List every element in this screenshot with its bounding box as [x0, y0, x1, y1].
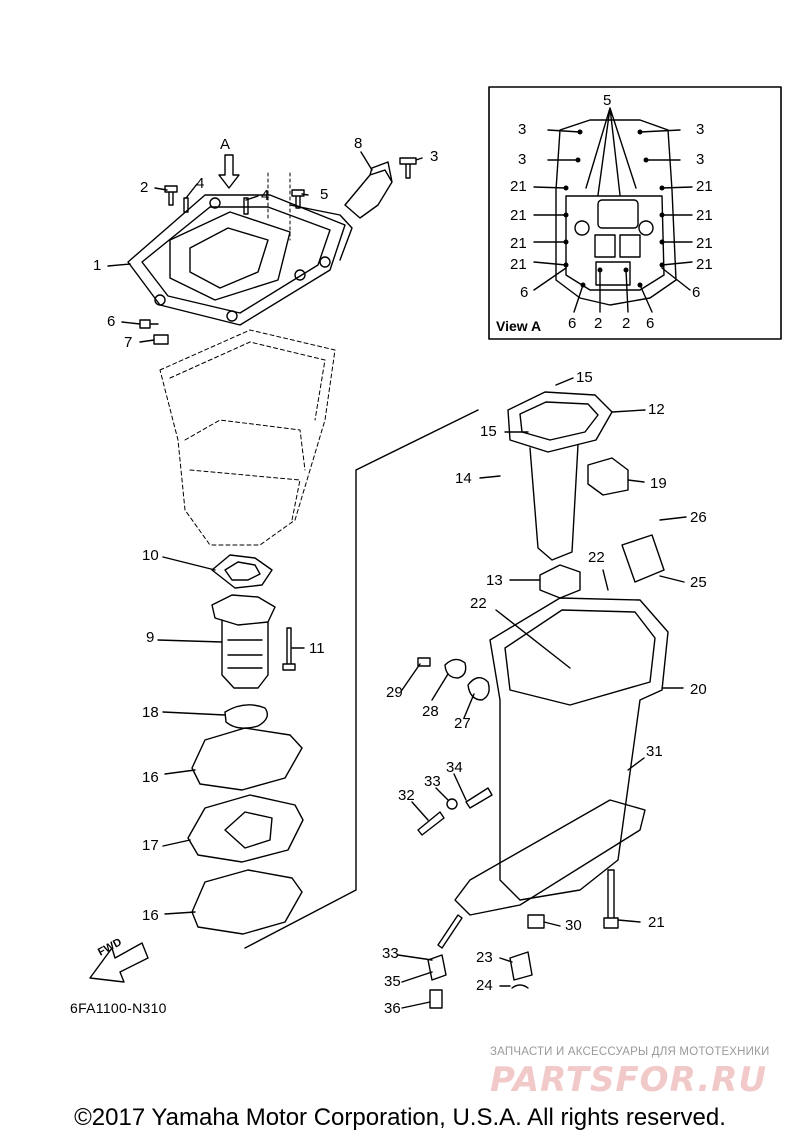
seal-part-13 — [539, 564, 581, 599]
plate-part-25 — [621, 534, 665, 583]
callout: 30 — [565, 917, 582, 934]
view-a-label: 3 — [518, 121, 527, 138]
view-a-label: 21 — [696, 235, 713, 252]
view-a-label: 2 — [622, 315, 631, 332]
callout: 10 — [142, 547, 159, 564]
duct-part-8 — [344, 161, 393, 219]
callout: 12 — [648, 401, 665, 418]
seal-part-18 — [224, 704, 268, 729]
callout: 13 — [486, 572, 503, 589]
callout: 16 — [142, 769, 159, 786]
callout: 4 — [261, 187, 270, 204]
callout: 25 — [690, 574, 707, 591]
callout: 11 — [309, 640, 325, 657]
callout: 26 — [690, 509, 707, 526]
callout: 1 — [93, 257, 102, 274]
copyright-notice: ©2017 Yamaha Motor Corporation, U.S.A. A… — [74, 1104, 726, 1131]
callout: 35 — [384, 973, 401, 990]
view-a-label: 3 — [696, 121, 705, 138]
view-a-label: 21 — [696, 178, 713, 195]
callout: 7 — [124, 334, 133, 351]
fwd-arrow — [89, 942, 149, 983]
view-a-label: 21 — [510, 178, 527, 195]
view-a-label: 21 — [510, 256, 527, 273]
view-a-label: 21 — [510, 207, 527, 224]
callout: 18 — [142, 704, 159, 721]
callout: 33 — [382, 945, 399, 962]
callout: 29 — [386, 684, 403, 701]
callout: 2 — [140, 179, 149, 196]
callout: 31 — [646, 743, 663, 760]
callout: 15 — [576, 369, 593, 386]
view-a-label: 21 — [510, 235, 527, 252]
view-a-marker: A — [220, 136, 231, 153]
view-a-caption: View A — [496, 318, 542, 334]
callout: 16 — [142, 907, 159, 924]
callout: 20 — [690, 681, 707, 698]
view-a-frame — [488, 86, 782, 340]
gasket-part-16-upper — [191, 727, 303, 791]
plate-part-17 — [187, 794, 304, 863]
exhaust-guide-part-12 — [507, 391, 613, 561]
view-a-label: 6 — [568, 315, 577, 332]
upper-plate — [127, 194, 353, 326]
callout: 21 — [648, 914, 665, 931]
view-a-label: 3 — [518, 151, 527, 168]
callout: 24 — [476, 977, 493, 994]
housing-part-9 — [211, 594, 276, 689]
callout: 28 — [422, 703, 439, 720]
view-a-label: 2 — [594, 315, 603, 332]
callout: 14 — [455, 470, 472, 487]
seal-part-19 — [587, 457, 629, 496]
view-a-label: 6 — [692, 284, 701, 301]
view-a-label: 5 — [603, 92, 612, 109]
callout: 32 — [398, 787, 415, 804]
view-a-arrow — [218, 154, 240, 189]
callout: 17 — [142, 837, 159, 854]
callout: 22 — [470, 595, 487, 612]
callout: 23 — [476, 949, 493, 966]
diagram-part-code: 6FA1100-N310 — [70, 1000, 167, 1016]
view-a-drawing — [533, 107, 693, 313]
callout: 27 — [454, 715, 471, 732]
gasket-part-10 — [211, 554, 273, 589]
callout: 4 — [196, 175, 205, 192]
callout: 3 — [430, 148, 439, 165]
callout: 34 — [446, 759, 463, 776]
engine-block-outline — [159, 329, 336, 546]
callout: 6 — [107, 313, 116, 330]
callout: 19 — [650, 475, 667, 492]
callout: 15 — [480, 423, 497, 440]
callout: 9 — [146, 629, 155, 646]
watermark-tagline: ЗАПЧАСТИ И АКСЕССУАРЫ ДЛЯ МОТОТЕХНИКИ — [490, 1046, 770, 1058]
callout: 22 — [588, 549, 605, 566]
view-a-label: 6 — [646, 315, 655, 332]
callout: 33 — [424, 773, 441, 790]
callout: 8 — [354, 135, 363, 152]
view-a-label: 21 — [696, 207, 713, 224]
view-a-label: 21 — [696, 256, 713, 273]
bolt-3-top — [399, 157, 417, 179]
gasket-part-16-lower — [191, 869, 303, 935]
callout: 36 — [384, 1000, 401, 1017]
view-a-label: 6 — [520, 284, 529, 301]
upper-casing-part-20 — [454, 597, 669, 916]
callout: 5 — [320, 186, 329, 203]
view-a-label: 3 — [696, 151, 705, 168]
watermark-logo: PARTSFOR.RU — [490, 1060, 768, 1100]
